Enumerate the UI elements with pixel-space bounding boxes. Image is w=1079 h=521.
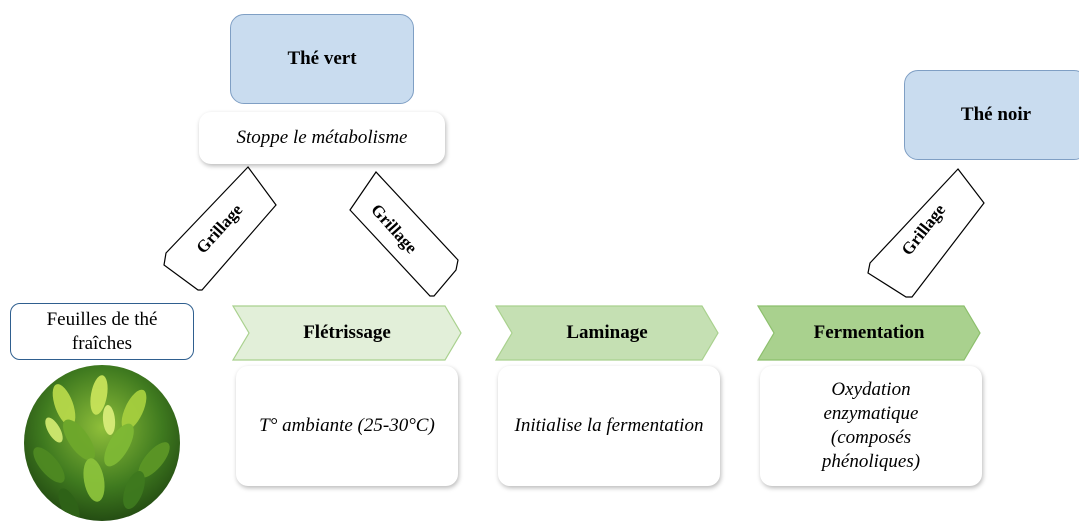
tea-leaves-illustration	[24, 365, 180, 521]
the-noir-label: Thé noir	[960, 104, 1032, 125]
feuilles-box: Feuilles de thé fraîches	[10, 303, 194, 360]
chevron-laminage	[494, 305, 719, 361]
chevron-fletrissage	[231, 305, 462, 361]
desc-fletrissage-box: T° ambiante (25-30°C)	[236, 366, 458, 486]
step-laminage-label: Laminage	[566, 322, 648, 343]
the-noir-box: Thé noir	[904, 70, 1079, 160]
desc-fermentation-text: Oxydation enzymatique (composés phénoliq…	[821, 379, 921, 472]
grillage-arrow-3	[867, 168, 985, 298]
grillage-arrow-1	[163, 166, 277, 291]
desc-laminage-box: Initialise la fermentation	[498, 366, 720, 486]
tea-leaves-photo	[24, 365, 180, 521]
desc-laminage-text: Initialise la fermentation	[514, 415, 704, 436]
desc-fletrissage-text: T° ambiante (25-30°C)	[259, 415, 435, 436]
step-fermentation-label: Fermentation	[813, 322, 925, 343]
desc-fermentation-box: Oxydation enzymatique (composés phénoliq…	[760, 366, 982, 486]
the-vert-box: Thé vert	[230, 14, 414, 104]
chevron-fermentation	[756, 305, 981, 361]
stoppe-metabolisme-box: Stoppe le métabolisme	[199, 112, 445, 164]
step-fletrissage-label: Flétrissage	[303, 322, 391, 343]
grillage-arrow-2	[349, 171, 459, 297]
stoppe-metabolisme-text: Stoppe le métabolisme	[236, 127, 408, 148]
the-vert-label: Thé vert	[287, 48, 357, 69]
feuilles-text: Feuilles de thé fraîches	[46, 308, 158, 354]
